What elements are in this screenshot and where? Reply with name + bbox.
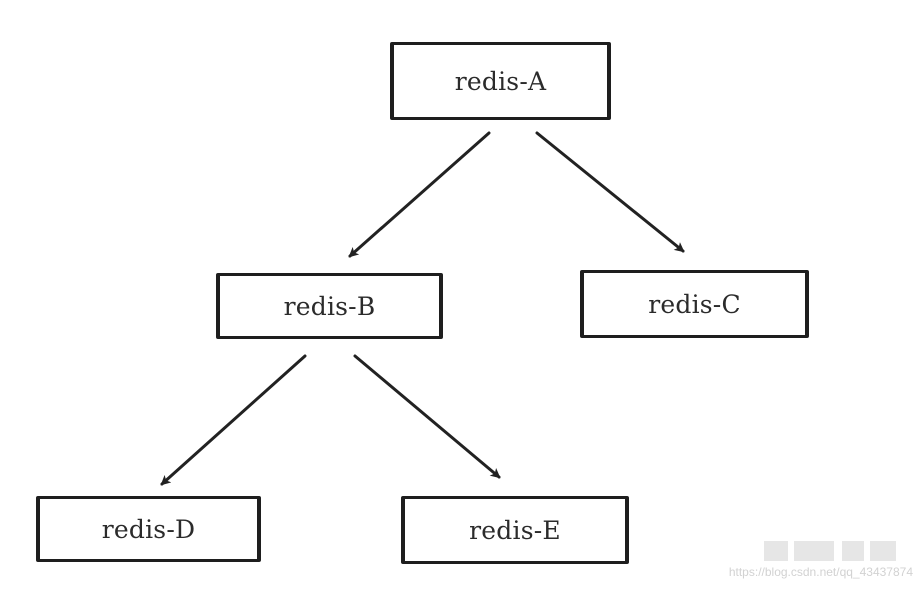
- watermark-logo: [764, 541, 896, 561]
- node-redis-d: redis-D: [36, 496, 261, 562]
- node-redis-e: redis-E: [401, 496, 629, 564]
- edge-a-to-c: [535, 131, 685, 253]
- node-redis-a: redis-A: [390, 42, 611, 120]
- node-label-redis-d: redis-D: [101, 514, 196, 544]
- node-redis-c: redis-C: [580, 270, 809, 338]
- node-label-redis-b: redis-B: [283, 291, 376, 321]
- node-redis-b: redis-B: [216, 273, 443, 339]
- watermark-url: https://blog.csdn.net/qq_43437874: [728, 565, 913, 579]
- node-label-redis-c: redis-C: [648, 289, 741, 319]
- edge-a-to-b: [348, 131, 491, 258]
- node-label-redis-e: redis-E: [469, 515, 561, 545]
- edge-b-to-e: [353, 354, 501, 479]
- edge-b-to-d: [160, 354, 307, 486]
- node-label-redis-a: redis-A: [454, 66, 547, 96]
